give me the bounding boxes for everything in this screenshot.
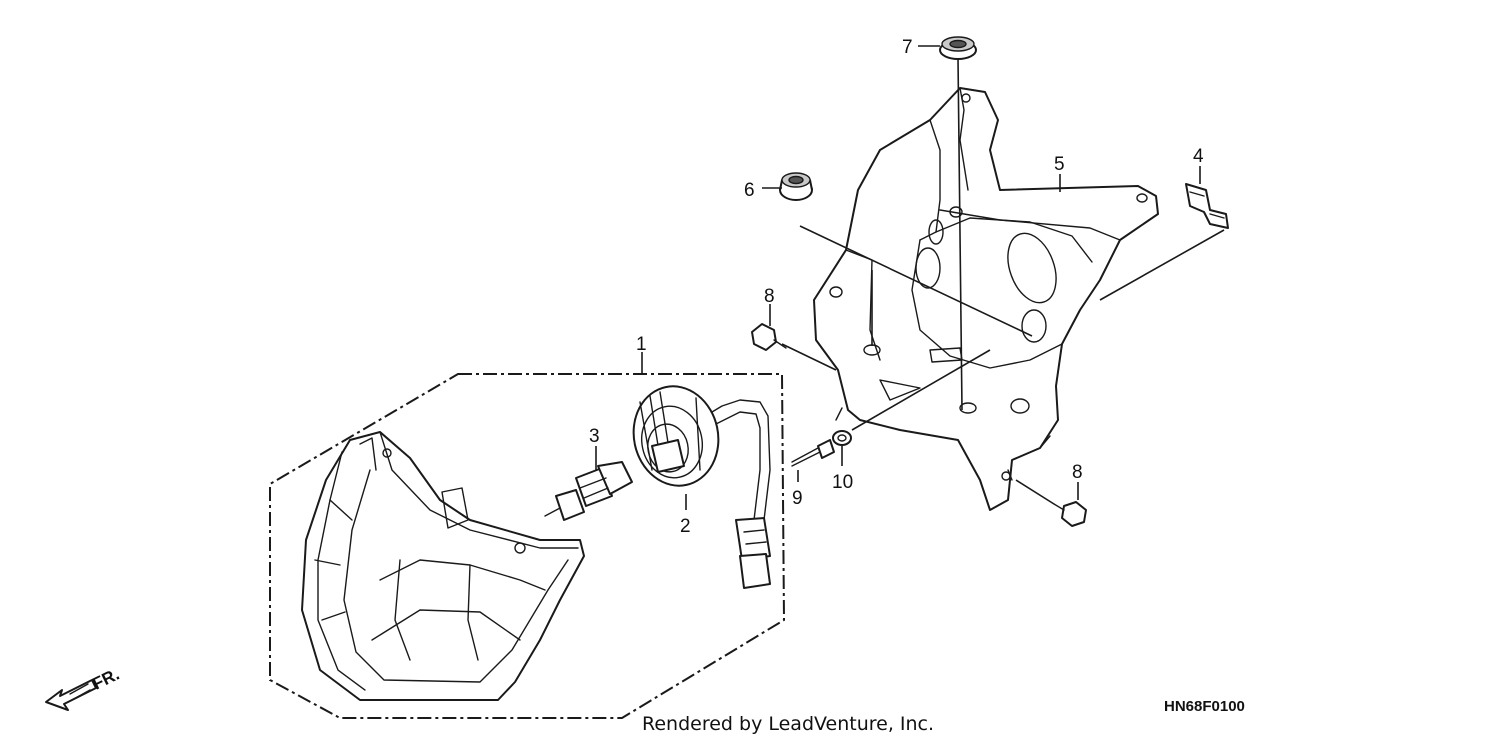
diagram-code: HN68F0100 [1164, 698, 1245, 715]
headlight-bulb[interactable] [544, 461, 633, 521]
bolt-part-8-right[interactable] [1053, 501, 1087, 527]
clip-nut-part-4[interactable] [1185, 183, 1229, 229]
callout-2: 2 [680, 516, 691, 537]
callout-1: 1 [636, 334, 647, 355]
callout-4: 4 [1193, 146, 1204, 167]
grommet-part-6[interactable] [779, 172, 813, 201]
callout-9: 9 [792, 488, 803, 509]
callout-5: 5 [1054, 154, 1065, 175]
bolt-part-8-left[interactable] [751, 323, 787, 351]
footer-credit: Rendered by LeadVenture, Inc. [642, 713, 934, 735]
assembly-boundary [269, 373, 786, 719]
callout-3: 3 [589, 426, 600, 447]
headlight-unit[interactable] [301, 431, 585, 701]
callout-8-right: 8 [1072, 462, 1083, 483]
callout-7: 7 [902, 37, 913, 58]
grommet-part-7[interactable] [939, 36, 977, 60]
front-direction-arrow-icon [45, 679, 97, 711]
callout-8-left: 8 [764, 286, 775, 307]
washer-part-10[interactable] [832, 430, 852, 446]
bulb-socket-harness[interactable] [625, 378, 771, 589]
adjusting-screw-part-9[interactable] [791, 439, 835, 467]
callout-10: 10 [832, 472, 853, 493]
callout-6: 6 [744, 180, 755, 201]
headlight-case-bracket[interactable] [813, 87, 1159, 511]
